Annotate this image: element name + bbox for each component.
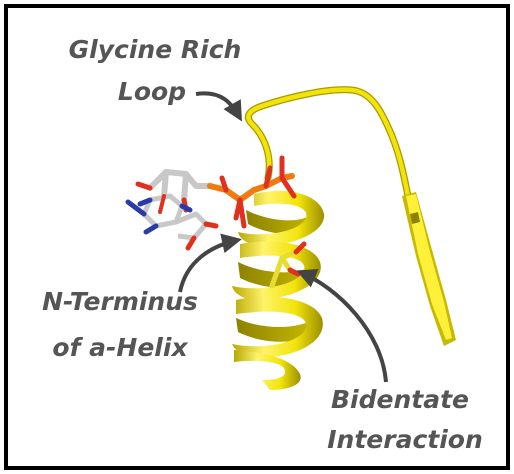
glycine-rich-loop (244, 86, 412, 200)
glycine-loop-label-line2: Loop (117, 77, 187, 106)
nterminus-label-line1: N-Terminus (42, 287, 198, 316)
phosphate-groups (207, 155, 297, 229)
glycine-loop-label-line1: Glycine Rich (68, 35, 242, 64)
annotation-arrows (178, 91, 388, 383)
nterminus-label-line2: of a-Helix (52, 333, 188, 362)
bidentate-label-line2: Interaction (327, 425, 483, 454)
ligand-molecule (125, 169, 219, 251)
beta-strand (402, 192, 456, 346)
bidentate-arrow (296, 269, 388, 383)
nterminus-arrow (178, 233, 242, 293)
glycine-loop-arrow (195, 91, 242, 122)
alpha-helix (232, 190, 325, 390)
bidentate-label-line1: Bidentate (330, 385, 469, 414)
